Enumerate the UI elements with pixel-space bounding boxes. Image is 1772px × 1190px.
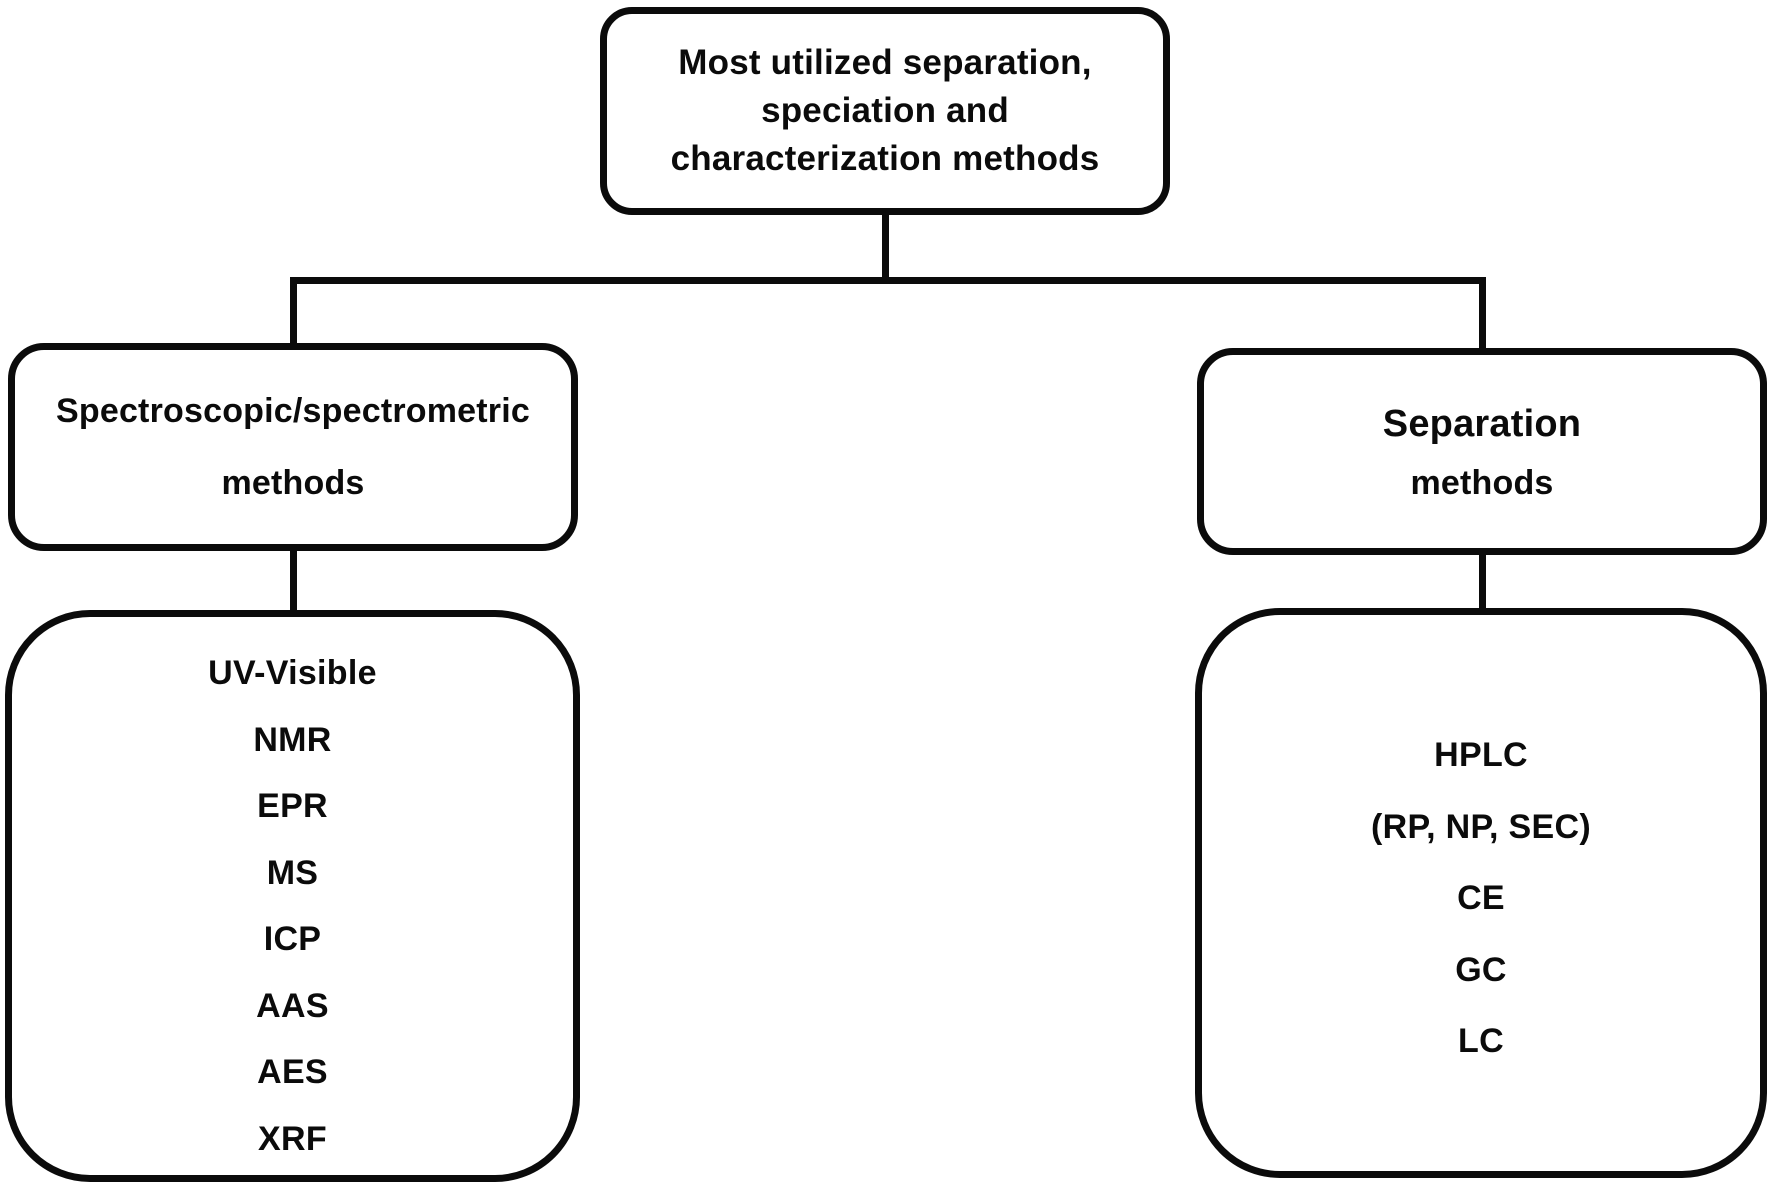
right-branch-box: Separation methods — [1197, 348, 1767, 555]
method-item: AAS — [256, 986, 329, 1025]
connector-left-branch-to-list — [290, 548, 297, 614]
method-item: CE — [1457, 879, 1505, 917]
root-box: Most utilized separation, speciation and… — [600, 7, 1170, 215]
method-item: (RP, NP, SEC) — [1371, 807, 1591, 846]
connector-left-drop — [290, 277, 297, 347]
method-item: HPLC — [1434, 736, 1528, 774]
root-title-line-1: Most utilized separation, — [678, 43, 1092, 82]
connector-right-drop — [1479, 277, 1486, 352]
method-item: UV-Visible — [208, 654, 377, 692]
root-title-line-2: speciation and — [761, 91, 1009, 130]
connector-horizontal-bar — [290, 277, 1486, 284]
method-item: XRF — [258, 1119, 327, 1158]
right-methods-box: HPLC (RP, NP, SEC) CE GC LC — [1195, 608, 1767, 1178]
method-item: MS — [266, 853, 319, 892]
right-branch-title-line-2: methods — [1410, 463, 1554, 502]
method-item: LC — [1458, 1022, 1504, 1060]
right-branch-title-line-1: Separation — [1382, 402, 1582, 445]
left-branch-title-line-2: methods — [221, 464, 365, 502]
method-item: AES — [257, 1053, 328, 1092]
connector-root-stem — [882, 212, 889, 284]
method-item: GC — [1455, 950, 1507, 989]
method-item: ICP — [263, 920, 322, 959]
left-methods-box: UV-Visible NMR EPR MS ICP AAS AES XRF — [5, 610, 580, 1182]
left-branch-box: Spectroscopic/spectrometric methods — [8, 343, 578, 551]
method-item: NMR — [253, 720, 332, 759]
left-branch-title-line-1: Spectroscopic/spectrometric — [55, 392, 530, 430]
connector-right-branch-to-list — [1479, 552, 1486, 612]
root-title-line-3: characterization methods — [670, 139, 1100, 178]
method-item: EPR — [257, 787, 328, 826]
